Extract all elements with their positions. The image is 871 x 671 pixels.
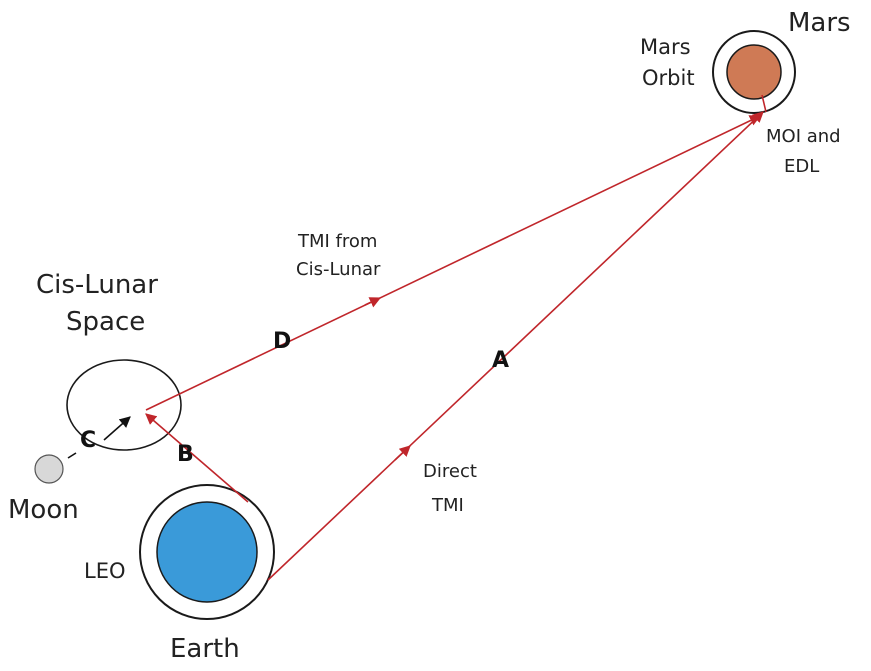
trajectory-c-moon-to-cislunar [103,416,131,441]
mars-planet [726,44,782,100]
trajectories [145,94,767,581]
mars-arrival-segment [761,94,767,113]
trajectory-b-leo-to-cislunar [145,413,249,503]
trajectory-a-mid-arrow [394,445,411,461]
arrival-label-line1: MOI and [766,126,841,147]
moon-body [34,454,64,484]
path-d-label-line1: TMI from [297,231,377,252]
cislunar-orbit [66,359,182,451]
trajectory-c-dash [67,452,77,459]
trajectory-d-cislunar-tmi [145,115,762,411]
path-d-letter: D [273,329,291,354]
path-d-label-line2: Cis-Lunar [296,259,381,280]
mars-group [712,30,796,114]
arrival-label-line2: EDL [784,156,819,177]
cislunar-label-line1: Cis-Lunar [36,270,158,300]
earth-planet [156,501,258,603]
path-a-label-line1: Direct [423,461,477,482]
path-a-label-line2: TMI [431,495,464,516]
leo-label: LEO [84,559,126,583]
moon-label: Moon [8,495,79,525]
earth-group [139,484,275,620]
mars-label: Mars [788,8,851,38]
path-a-letter: A [492,348,509,373]
path-c-letter: C [80,428,96,453]
mars-orbit-label-line1: Mars [640,35,691,59]
earth-label: Earth [170,634,240,664]
trajectory-a-direct-tmi [267,111,764,581]
path-b-letter: B [177,442,194,467]
cislunar-label-line2: Space [66,307,145,337]
trajectory-d-mid-arrow [364,297,382,308]
mars-orbit-label-line2: Orbit [642,66,695,90]
